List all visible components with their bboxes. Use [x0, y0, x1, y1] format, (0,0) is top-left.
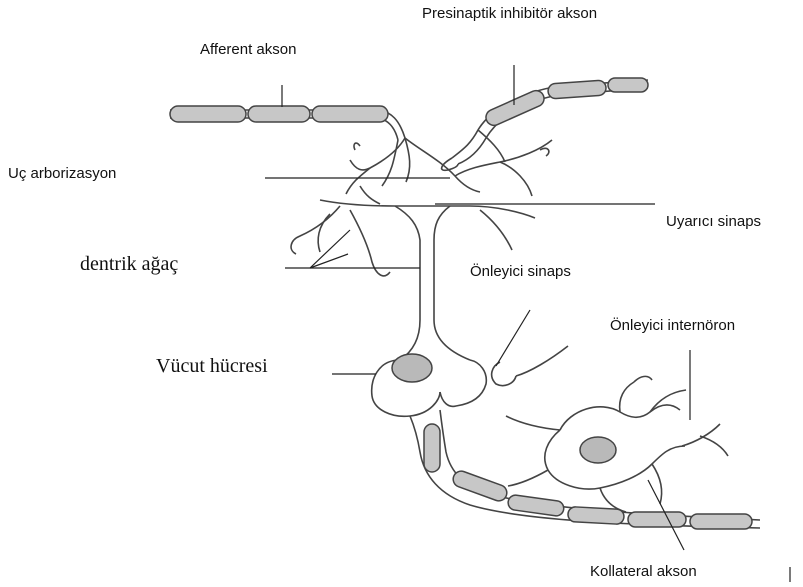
leader-inhibitory-synapse [496, 310, 530, 366]
label-terminal-arborization: Uç arborizasyon [8, 166, 116, 181]
leader-dendrite-b [310, 254, 348, 268]
label-excitatory-synapse: Uyarıcı sinaps [666, 214, 761, 229]
label-inhibitory-synapse: Önleyici sinaps [470, 264, 571, 279]
interneuron-drawing [506, 376, 728, 512]
terminal-arborization-drawing [346, 130, 552, 196]
label-afferent-axon: Afferent akson [200, 42, 296, 57]
label-cell-body: Vücut hücresi [156, 356, 268, 376]
afferent-axon-drawing [170, 106, 405, 140]
leader-dendrite-a [285, 230, 350, 268]
label-inhibitory-interneuron: Önleyici internöron [610, 318, 735, 333]
presynaptic-inhibitory-axon-drawing [442, 78, 648, 170]
label-dendritic-tree: dentrik ağaç [80, 254, 178, 274]
label-collateral-axon: Kollateral akson [590, 564, 697, 579]
label-presynaptic-inhibitory-axon: Presinaptik inhibitör akson [422, 6, 597, 21]
